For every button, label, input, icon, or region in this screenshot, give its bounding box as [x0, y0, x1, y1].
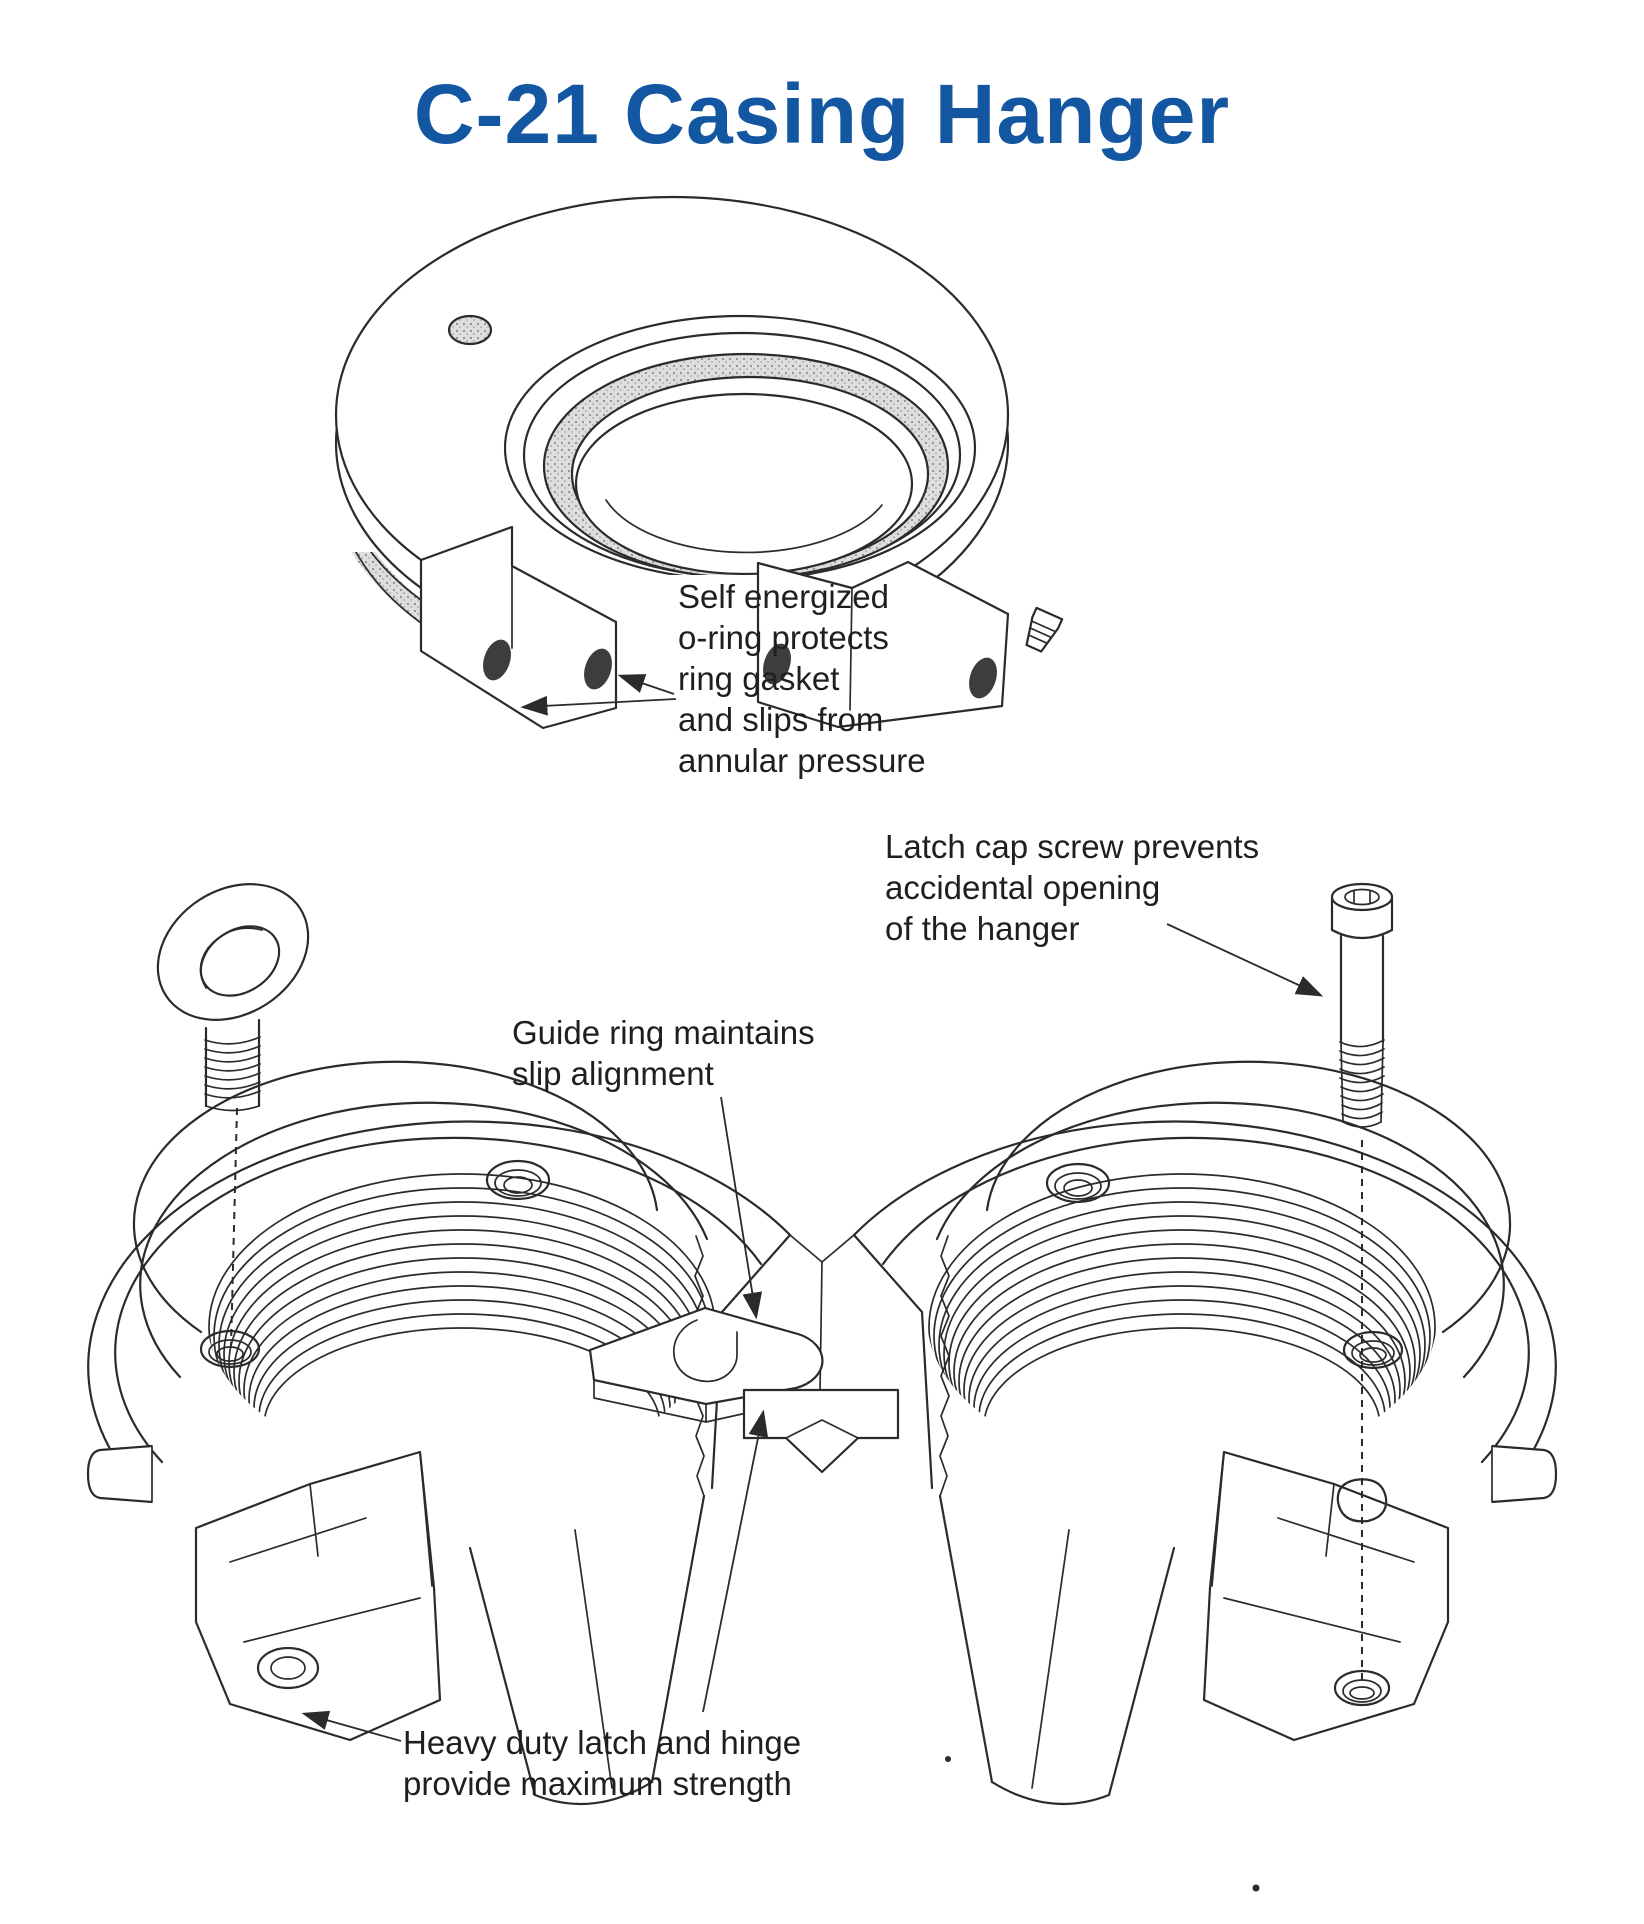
annotation-heavy-duty-latch: Heavy duty latch and hinge provide maxim…: [403, 1724, 802, 1802]
left-cut-block: [419, 525, 618, 730]
ring-gap: [614, 575, 760, 740]
top-face-hole: [447, 314, 493, 346]
gasket-ring-band: [503, 314, 977, 582]
center-hinge: [588, 1233, 934, 1490]
annotation-latch-cap-screw: Latch cap screw prevents accidental open…: [885, 828, 1260, 947]
bolt-hole-eye: [199, 1329, 261, 1369]
cap-screw-leader-arrow: [1166, 923, 1324, 997]
cap-screw-figure: [1330, 882, 1394, 1128]
screw-passage-hole: [1336, 1478, 1388, 1523]
hex-socket: [1344, 888, 1380, 906]
o-ring-seal: [969, 657, 997, 699]
right-hinge-pin: [1491, 1444, 1558, 1504]
ring-cutaway-figure: [334, 195, 1064, 740]
cap-screw-threads: [1339, 1039, 1385, 1128]
left-latch: [194, 1450, 442, 1742]
right-half-shell: [852, 1060, 1558, 1806]
stray-dot: [1252, 1884, 1260, 1892]
page-title: C-21 Casing Hanger: [413, 67, 1231, 161]
bolt-hole-right-flange: [1342, 1330, 1404, 1370]
thread-arcs-right: [928, 1173, 1436, 1473]
oring-leader-arrows: [520, 674, 677, 716]
stray-dot: [945, 1756, 951, 1762]
o-ring-seal: [584, 648, 612, 690]
open-hanger-figure: [86, 1060, 1558, 1806]
latch-stud: [1025, 606, 1064, 653]
o-ring-seal: [483, 639, 511, 681]
annotation-self-energized-oring: Self energized o-ring protects ring gask…: [678, 578, 926, 779]
eye-bolt-threads: [204, 1036, 261, 1112]
bolt-hole-left-top: [485, 1159, 551, 1201]
guide-ring-plate: [588, 1306, 824, 1423]
left-half-shell: [86, 1060, 792, 1806]
latch-leader-arrows: [301, 1409, 769, 1742]
right-cut-block: [756, 560, 1064, 729]
right-latch: [1202, 1450, 1450, 1742]
left-hinge-pin: [86, 1444, 153, 1504]
guide-ring-leader-arrow: [720, 1096, 763, 1320]
bolt-hole-right-top: [1045, 1162, 1111, 1204]
thread-section-jag: [939, 1235, 950, 1497]
latch-hole: [256, 1646, 320, 1690]
eye-bolt-figure: [156, 883, 310, 1112]
annotation-guide-ring: Guide ring maintains slip alignment: [512, 1014, 815, 1092]
center-line-eye-bolt: [230, 1107, 238, 1347]
o-ring-seal: [763, 643, 791, 685]
hinge-block: [742, 1388, 900, 1474]
